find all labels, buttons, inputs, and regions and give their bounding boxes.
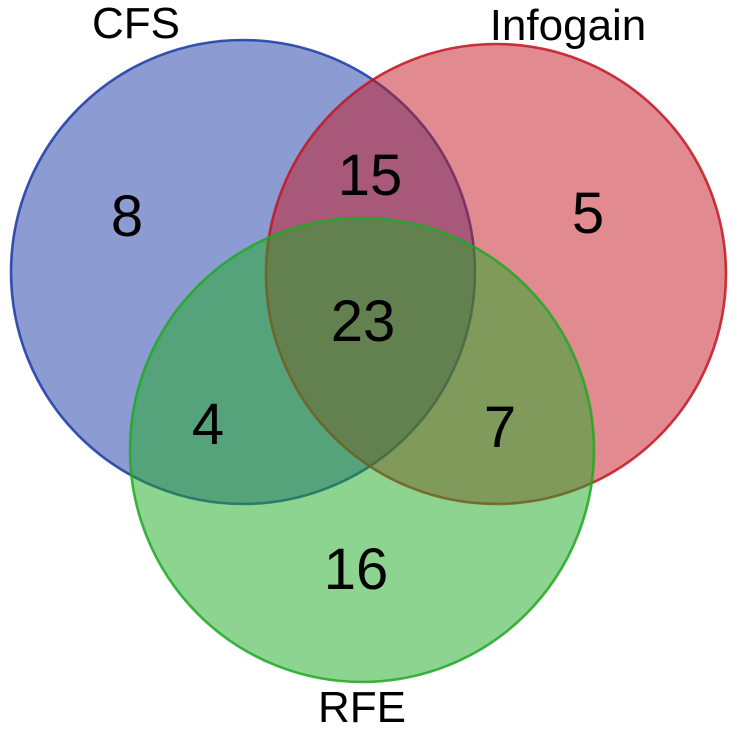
venn-region-counts: 8 5 16 15 4 7 23 xyxy=(111,143,604,602)
rfe-circle xyxy=(128,216,596,684)
count-infogain-only: 5 xyxy=(572,181,604,246)
venn-circles xyxy=(9,38,728,684)
count-all-three: 23 xyxy=(331,289,396,354)
count-infogain-rfe: 7 xyxy=(484,395,516,460)
set-label-infogain: Infogain xyxy=(490,1,647,50)
set-label-rfe: RFE xyxy=(318,683,406,732)
count-cfs-only: 8 xyxy=(111,184,143,249)
count-cfs-infogain: 15 xyxy=(338,143,403,208)
venn-set-labels: CFS Infogain RFE xyxy=(92,0,646,732)
count-rfe-only: 16 xyxy=(324,537,389,602)
count-cfs-rfe: 4 xyxy=(192,392,224,457)
set-label-cfs: CFS xyxy=(92,0,180,48)
